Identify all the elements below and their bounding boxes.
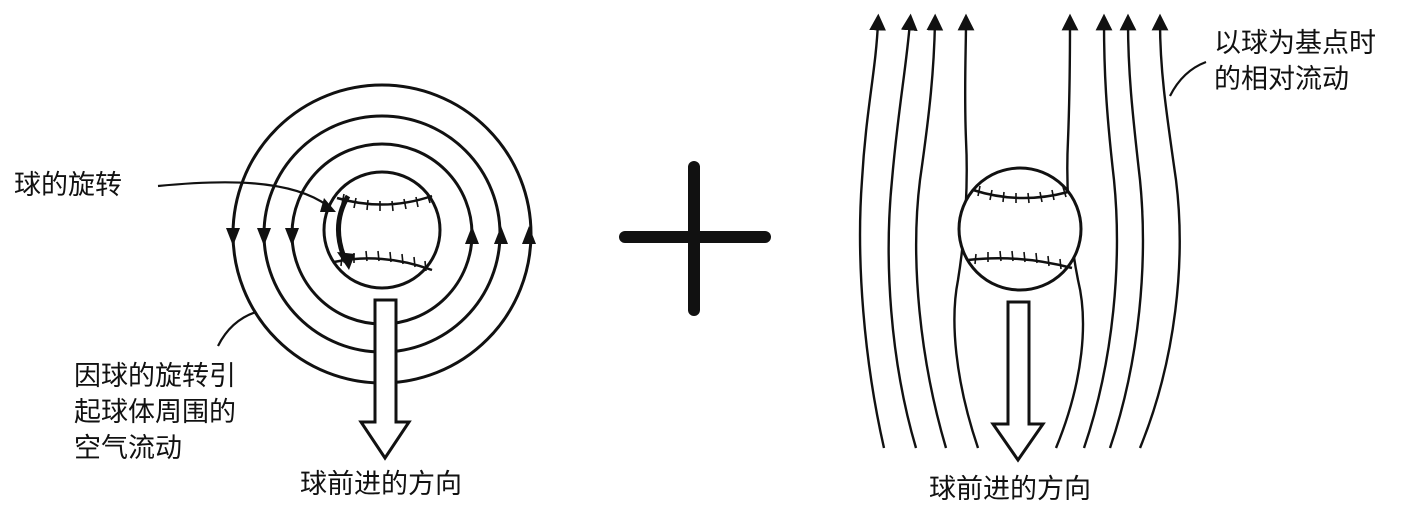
relative-flow-label-line-1: 以球为基点时 xyxy=(1214,27,1376,61)
up-arrow-icon xyxy=(522,226,536,244)
down-arrow-icon xyxy=(257,228,271,246)
baseball-left xyxy=(324,172,440,288)
down-arrow-icon xyxy=(285,228,299,246)
flow-line xyxy=(1110,22,1143,448)
flow-line xyxy=(1084,22,1117,448)
airflow-label-line-3: 空气流动 xyxy=(74,432,182,466)
down-arrow-icon xyxy=(226,228,240,246)
direction-label-left: 球前进的方向 xyxy=(300,468,462,502)
spin-label: 球的旋转 xyxy=(14,169,122,203)
up-arrow-icon xyxy=(494,226,508,244)
airflow-label-leader xyxy=(218,312,256,346)
flow-line xyxy=(1140,22,1180,448)
right-panel xyxy=(860,22,1206,460)
airflow-label-line-1: 因球的旋转引 xyxy=(74,360,236,394)
airflow-label-line-2: 起球体周围的 xyxy=(74,396,236,430)
plus-sign-icon xyxy=(625,167,765,310)
baseball-right xyxy=(959,168,1081,290)
relative-flow-label-line-2: 的相对流动 xyxy=(1214,63,1349,97)
flow-line xyxy=(889,22,916,448)
direction-arrow-right xyxy=(993,302,1043,460)
relative-flow-leader xyxy=(1170,62,1206,96)
direction-label-right: 球前进的方向 xyxy=(929,473,1091,507)
flow-line xyxy=(916,22,946,448)
up-arrow-icon xyxy=(465,226,479,244)
flow-line xyxy=(860,22,884,448)
